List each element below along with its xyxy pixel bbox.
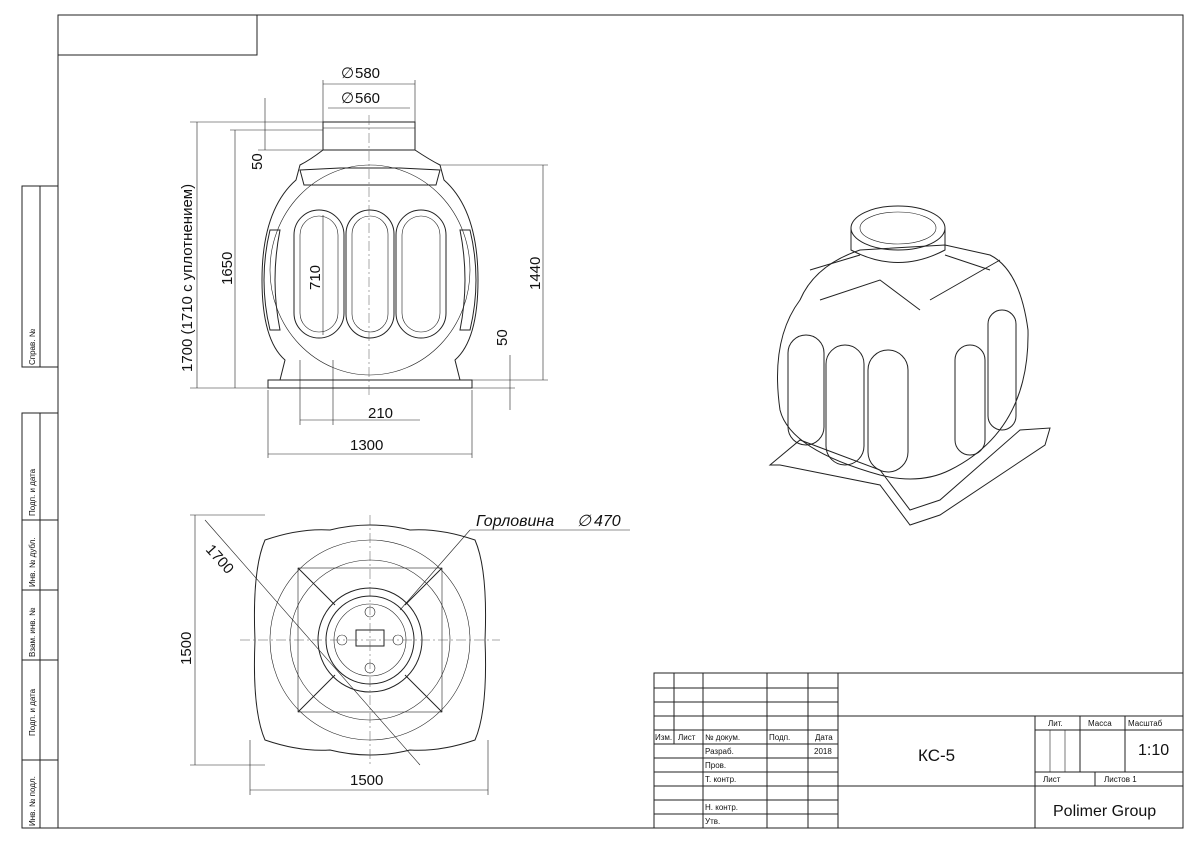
stamp-label: Инв. № дубл.	[28, 537, 37, 587]
header-list: Лист	[678, 733, 696, 742]
dim-1650: 1650	[219, 252, 236, 285]
dim-1500-vertical: 1500	[178, 632, 195, 665]
top-view: Горловина ∅ 470 1700 1500 1500	[178, 513, 630, 795]
diameter-symbol: ∅	[341, 65, 354, 82]
header-izm: Изм.	[655, 733, 672, 742]
role-tkontr: Т. контр.	[705, 775, 736, 784]
stamp-label: Справ. №	[28, 328, 37, 365]
stamp-label: Взам. инв. №	[28, 607, 37, 657]
company-name: Polimer Group	[1053, 803, 1156, 820]
corner-box	[57, 14, 258, 56]
role-utv: Утв.	[705, 817, 720, 826]
dim-710: 710	[307, 265, 324, 290]
title-block: Изм. Лист № докум. Подп. Дата Разраб. Пр…	[653, 672, 1184, 829]
dim-1440: 1440	[527, 257, 544, 290]
dim-580: 580	[355, 65, 380, 82]
designation: КС-5	[918, 746, 955, 765]
isometric-view	[768, 205, 1051, 526]
dim-470: 470	[594, 513, 621, 530]
date-value: 2018	[814, 747, 832, 756]
neck-label: Горловина	[476, 513, 554, 530]
sheet-label: Лист	[1043, 775, 1061, 784]
role-nkontr: Н. контр.	[705, 803, 738, 812]
dim-1300: 1300	[350, 437, 383, 454]
dim-560: 560	[355, 90, 380, 107]
header-doc: № докум.	[705, 733, 740, 742]
dim-210: 210	[368, 405, 393, 422]
header-date: Дата	[815, 733, 833, 742]
dim-1500-horizontal: 1500	[350, 772, 383, 789]
diameter-symbol: ∅	[341, 90, 354, 107]
lit-label: Лит.	[1048, 719, 1063, 728]
dim-50-bottom: 50	[494, 329, 511, 346]
role-prov: Пров.	[705, 761, 726, 770]
mass-label: Масса	[1088, 719, 1112, 728]
stamp-label: Подп. и дата	[28, 468, 37, 516]
stamp-label: Подп. и дата	[28, 688, 37, 736]
stamp-label: Инв. № подл.	[28, 776, 37, 826]
role-razrab: Разраб.	[705, 747, 734, 756]
side-stamp-column: Справ. № Подп. и дата Инв. № дубл. Взам.…	[21, 185, 59, 829]
dim-1700-diagonal: 1700	[202, 541, 237, 577]
scale-label: Масштаб	[1128, 719, 1163, 728]
header-sign: Подп.	[769, 733, 790, 742]
drawing-frame	[57, 14, 1184, 829]
sheets-count: Листов 1	[1104, 775, 1137, 784]
dim-50-top: 50	[249, 153, 266, 170]
front-view: ∅ 580 ∅ 560 1700 (1710 с уплотнением) 16…	[179, 65, 548, 458]
diameter-symbol: ∅	[577, 513, 592, 530]
dim-1700-height: 1700 (1710 с уплотнением)	[179, 184, 196, 372]
scale-value: 1:10	[1138, 742, 1169, 759]
